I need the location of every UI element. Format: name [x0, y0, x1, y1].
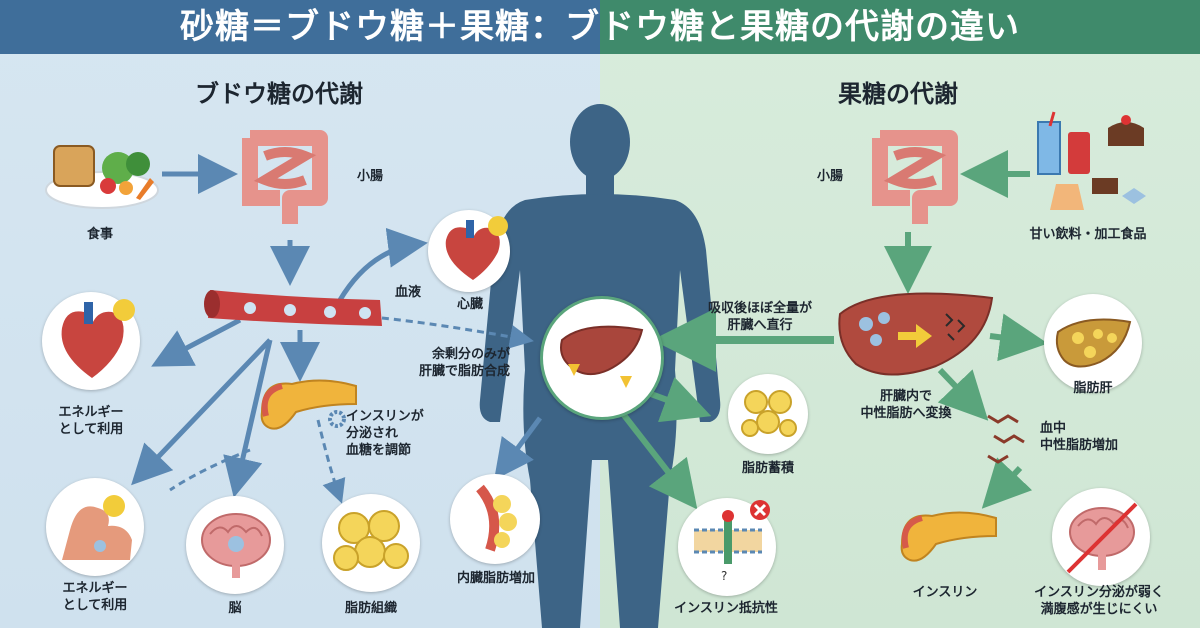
arrow-tg-to-insulin [981, 457, 1033, 509]
fat-storage-icon [741, 390, 797, 437]
insulin-label-right: インスリン [912, 585, 978, 600]
arrow-blood-to-heart [337, 227, 428, 302]
blood-vessel-icon [204, 290, 382, 326]
meal-label: 食事 [86, 227, 113, 242]
glucose-heading: ブドウ糖の代謝 [195, 80, 363, 108]
energy-heart-icon [61, 299, 135, 378]
main-title: 砂糖＝ブドウ糖＋果糖：ブドウ糖と果糖の代謝の違い [180, 7, 1020, 47]
arrow-liver-to-fattyliver [989, 313, 1048, 362]
small-intestine-label: 小腸 [356, 169, 383, 184]
arrow-blood-to-muscle [131, 338, 272, 486]
insulin-resistance-label: インスリン抵抗性 [674, 601, 778, 616]
arrow-insulin-to-muscle-dashed [169, 448, 251, 492]
adipose-label: 脂肪組織 [344, 601, 397, 616]
arrow-liver-to-insulin-resistance [617, 408, 698, 510]
small-intestine-icon [242, 130, 328, 224]
title-banner-left [0, 0, 600, 54]
arrow-liver-to-visceral [494, 416, 543, 481]
adipose-tissue-icon [333, 510, 409, 571]
arrow-blood-to-brain [223, 339, 273, 498]
heart-icon [445, 216, 508, 280]
liver-icon-right [838, 292, 994, 376]
arrow-pancreas-to-adipose-dashed [316, 419, 346, 504]
visceral-fat-label: 内臓脂肪増加 [456, 571, 535, 586]
fructose-heading: 果糖の代謝 [838, 80, 958, 108]
center-liver-icon [560, 325, 644, 388]
pancreas-icon-right [900, 511, 997, 562]
arrow-blood-to-energy [151, 317, 242, 367]
fatty-liver-icon [1055, 318, 1132, 368]
svg-text:?: ? [721, 569, 727, 583]
insulin-regulation-label: インスリンが 分泌され 血糖を調節 [346, 409, 424, 458]
weak-insulin-label: インスリン分泌が弱く 満腹感が生じにくい [1034, 585, 1164, 617]
visceral-fat-icon [476, 484, 517, 552]
arrow-liver-to-blood-tg [937, 367, 989, 421]
energy-label-2: エネルギー として利用 [62, 581, 128, 613]
energy-label-1: エネルギー として利用 [58, 405, 124, 437]
blood-tg-label: 血中 中性脂肪増加 [1040, 421, 1119, 453]
title-banner-right [600, 0, 1200, 54]
satiety-brain-icon [1066, 502, 1138, 574]
absorb-label: 吸収後ほぼ全量が 肝臓へ直行 [707, 301, 812, 333]
insulin-resistance-icon: ? [694, 500, 770, 583]
pancreas-icon [260, 379, 357, 430]
small-intestine-label-right: 小腸 [816, 169, 843, 184]
blood-label: 血液 [394, 285, 421, 300]
fat-storage-label: 脂肪蓄積 [741, 461, 794, 476]
liver-convert-label: 肝臓内で 中性脂肪へ変換 [860, 389, 952, 421]
arrow-blood-to-liver-dashed [381, 316, 534, 349]
fatty-liver-label: 脂肪肝 [1073, 381, 1113, 396]
heart-label: 心臓 [456, 297, 483, 312]
brain-icon [201, 513, 271, 578]
sweets-label: 甘い飲料・加工食品 [1029, 227, 1147, 242]
sweets-icon [1037, 111, 1146, 210]
muscle-arm-icon [62, 495, 132, 560]
brain-label: 脳 [228, 601, 242, 616]
small-intestine-icon-right [872, 130, 958, 224]
triglyceride-molecules-icon [987, 414, 1025, 464]
gear-icon [328, 410, 346, 428]
meal-icon [45, 145, 159, 209]
excess-fat-label: 余剰分のみが 肝臓で脂肪合成 [418, 347, 510, 379]
